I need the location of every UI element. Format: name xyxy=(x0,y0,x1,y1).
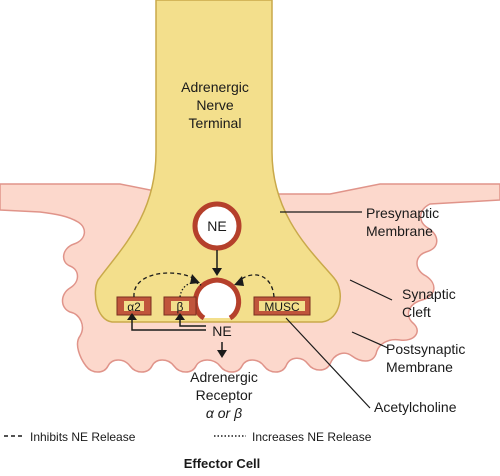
postsynaptic-leader xyxy=(351,331,389,349)
receptor-label-line3: α or β xyxy=(206,405,242,421)
presynaptic-label-line1: Presynaptic xyxy=(366,205,439,221)
terminal-label-line2: Nerve xyxy=(196,97,234,113)
terminal-label-line3: Terminal xyxy=(189,115,242,131)
effector-cell-label: Effector Cell xyxy=(184,456,261,471)
acetylcholine-label: Acetylcholine xyxy=(374,399,457,415)
presynaptic-label-line2: Membrane xyxy=(366,223,433,239)
ne-to-beta-arrow xyxy=(179,318,206,327)
vesicle-label: NE xyxy=(207,218,226,234)
release-arrow-head xyxy=(212,268,222,276)
ne-to-alpha2-arrow xyxy=(131,318,206,331)
ne-to-receptor-arrowhead xyxy=(217,350,227,358)
legend-inhibits-label: Inhibits NE Release xyxy=(30,430,136,444)
alpha2-receptor-inner xyxy=(124,301,144,311)
exocytosis-vesicle xyxy=(192,277,242,321)
released-ne-label: NE xyxy=(212,323,231,339)
ne-to-beta-arrowhead xyxy=(175,313,185,320)
nerve-terminal xyxy=(94,0,341,323)
cleft-label-line1: Synaptic xyxy=(402,286,456,302)
receptor-label-line2: Receptor xyxy=(196,387,253,403)
terminal-label-line1: Adrenergic xyxy=(181,79,249,95)
cleft-label-line2: Cleft xyxy=(402,304,431,320)
ne-to-alpha2-arrowhead xyxy=(127,313,137,320)
inhibit-feedback-arrowhead xyxy=(190,274,200,284)
beta-label: β xyxy=(177,300,184,314)
postsynaptic-label-line2: Membrane xyxy=(386,359,453,375)
receptor-label-line1: Adrenergic xyxy=(190,369,258,385)
increase-feedback-arc xyxy=(179,282,203,298)
musc-receptor-inner xyxy=(259,301,305,311)
beta-receptor-inner xyxy=(171,301,189,311)
postsynaptic-label-line1: Postsynaptic xyxy=(386,341,465,357)
musc-inhibit-arrowhead xyxy=(234,276,244,286)
cleft-leader xyxy=(349,279,393,301)
inhibit-feedback-arc xyxy=(133,272,197,298)
legend-increases-label: Increases NE Release xyxy=(252,430,372,444)
acetylcholine-leader xyxy=(285,317,371,409)
musc-label: MUSC xyxy=(264,300,300,314)
alpha2-label: α2 xyxy=(127,300,141,314)
ne-vesicle xyxy=(192,201,242,251)
